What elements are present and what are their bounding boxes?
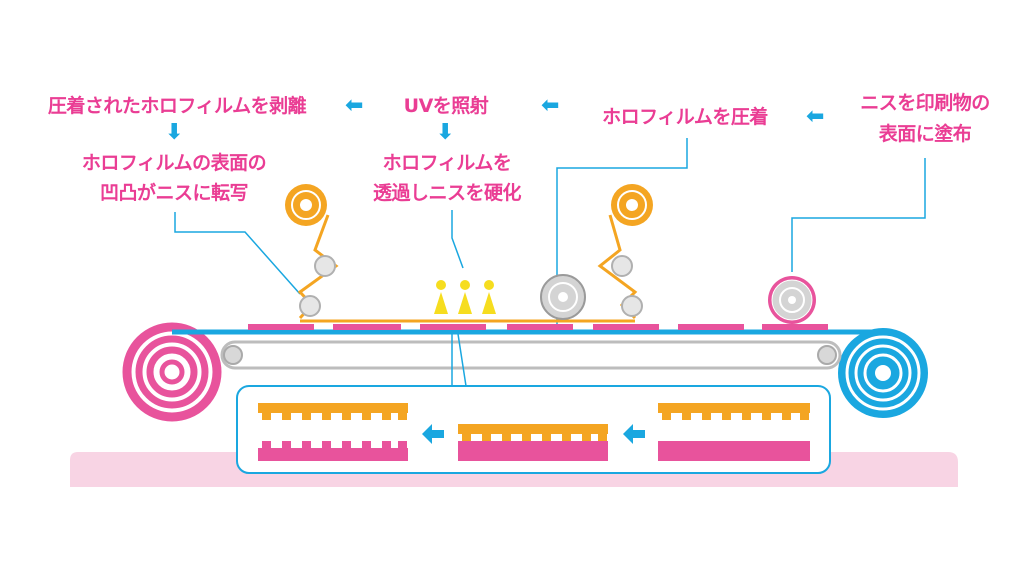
connector-lines xyxy=(174,138,926,328)
peel-guide-rollers xyxy=(299,255,336,317)
conveyor-belt xyxy=(172,329,883,370)
step-peel-label: 圧着されたホロフィルムを剥離 xyxy=(47,95,307,117)
left-arrow-icon xyxy=(623,424,645,444)
step-press-label: ホロフィルムを圧着 xyxy=(602,106,768,128)
pressure-roller xyxy=(540,274,586,320)
down-arrow-icon: ⬇ xyxy=(436,120,455,145)
layer-stage-peel xyxy=(258,403,408,461)
right-drum xyxy=(838,328,928,418)
left-arrow-icon: ⬅ xyxy=(541,93,560,118)
down-arrow-icon: ⬇ xyxy=(165,120,184,145)
left-arrow-icon: ⬅ xyxy=(345,93,364,118)
left-drum xyxy=(122,322,222,422)
left-arrow-icon xyxy=(422,424,444,444)
printed-sheets xyxy=(248,324,828,330)
step-uv-label: UVを照射 xyxy=(403,95,489,117)
layer-stage-apply xyxy=(658,403,810,461)
uv-lamps xyxy=(434,280,496,314)
left-arrow-icon: ⬅ xyxy=(806,104,825,129)
press-guide-rollers xyxy=(611,255,643,317)
result-cure-label-2: 透過しニスを硬化 xyxy=(372,182,522,204)
result-transfer-label-2: 凹凸がニスに転写 xyxy=(99,182,249,204)
coating-roller xyxy=(768,276,816,324)
layer-stage-press xyxy=(458,424,608,461)
callout-pointer xyxy=(451,333,467,387)
peel-film-reel xyxy=(285,184,327,226)
press-film-reel xyxy=(611,184,653,226)
step-coat-label-2: 表面に塗布 xyxy=(878,123,972,145)
result-cure-label-1: ホロフィルムを xyxy=(382,152,512,174)
callout-arrows xyxy=(422,424,645,444)
result-transfer-label-1: ホロフィルムの表面の xyxy=(81,152,267,174)
step-coat-label-1: ニスを印刷物の xyxy=(860,92,990,114)
